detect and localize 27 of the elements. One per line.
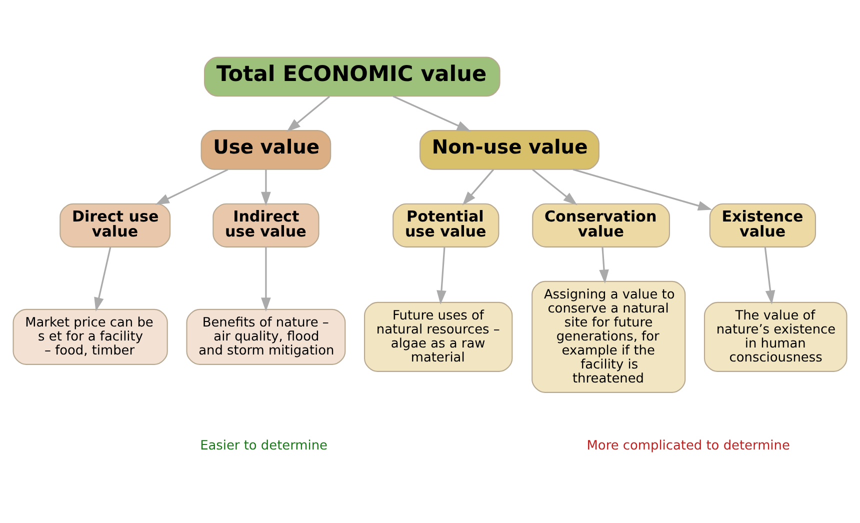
arrow [532, 168, 578, 206]
arrow [764, 246, 776, 304]
node-box: Total ECONOMIC value [204, 56, 500, 97]
arrow [599, 247, 609, 284]
node-box: Use value [200, 130, 332, 170]
arrow [155, 168, 228, 205]
node-box: The value of nature’s existence in human consciousness [704, 302, 848, 372]
node-box: Indirect use value [212, 203, 320, 248]
label: More complicated to determine [586, 438, 790, 454]
arrow [436, 247, 446, 304]
node-box: Potential use value [392, 203, 500, 248]
arrow [286, 96, 330, 132]
node-box: Conservation value [532, 203, 670, 248]
node-box: Future uses of natural resources – algae as a raw material [364, 302, 513, 372]
node-box: Market price can be s et for a facility – food, timber [12, 308, 168, 365]
arrow [392, 96, 471, 132]
node-box: Non-use value [420, 130, 600, 170]
arrow [261, 247, 271, 312]
node-box: Existence value [709, 203, 816, 248]
label: Easier to determine [200, 438, 328, 454]
arrow [94, 246, 112, 312]
arrow [462, 169, 494, 206]
node-box: Assigning a value to conserve a natural site for future generations, for example if the facility is threatened [532, 280, 686, 393]
node-box: Direct use value [60, 203, 171, 248]
arrow [261, 170, 271, 206]
node-box: Benefits of nature – air quality, flood and storm mitigation [186, 308, 346, 365]
arrow [572, 168, 712, 210]
